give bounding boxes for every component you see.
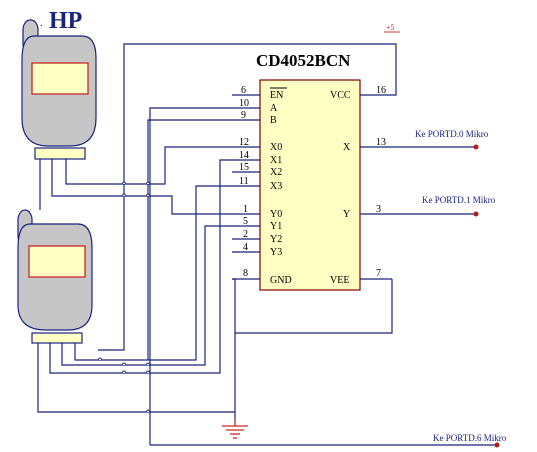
pin-label-a: A xyxy=(270,103,278,114)
cd4052-chip xyxy=(259,79,361,291)
pin-num-7: 7 xyxy=(376,268,381,279)
hp-title-dot: . xyxy=(40,18,43,29)
pin-label-x0: X0 xyxy=(270,142,282,153)
pin-label-gnd: GND xyxy=(270,275,292,286)
hp-title: HP xyxy=(49,8,82,34)
pin-label-x2: X2 xyxy=(270,167,282,178)
pin-num-8: 8 xyxy=(243,268,248,279)
pin-num-4: 4 xyxy=(243,242,248,253)
pin-num-9: 9 xyxy=(241,110,246,121)
pin-num-14: 14 xyxy=(239,150,249,161)
net-label-portd1: Ke PORTD.1 Mikro xyxy=(422,195,496,205)
left-pins xyxy=(232,94,260,280)
pin-label-x3: X3 xyxy=(270,181,282,192)
pin-label-vcc: VCC xyxy=(330,90,351,101)
pin-num-12: 12 xyxy=(239,137,249,148)
chip-title: CD4052BCN xyxy=(256,51,351,70)
net-dot-portd6 xyxy=(494,442,500,448)
handphone-1-icon xyxy=(21,19,97,160)
pin-num-3: 3 xyxy=(376,204,381,215)
pin-label-y2: Y2 xyxy=(270,234,282,245)
power-label: +5 xyxy=(386,23,395,32)
pin-label-en: EN xyxy=(270,90,283,101)
pin-label-y3: Y3 xyxy=(270,247,282,258)
pin-num-11: 11 xyxy=(239,176,249,187)
pin-label-y0: Y0 xyxy=(270,209,282,220)
pin-label-x: X xyxy=(343,142,351,153)
net-dot-portd1 xyxy=(473,211,479,217)
pin-label-b: B xyxy=(270,115,277,126)
net-label-portd6: Ke PORTD.6 Mikro xyxy=(433,433,507,443)
pin-num-16: 16 xyxy=(376,85,386,96)
pin-num-2: 2 xyxy=(243,229,248,240)
ground-symbol-icon xyxy=(222,420,248,439)
pin-label-x1: X1 xyxy=(270,155,282,166)
pin-num-10: 10 xyxy=(239,98,249,109)
pin-label-y: Y xyxy=(343,209,350,220)
pin-label-vee: VEE xyxy=(330,275,349,286)
pin-num-15: 15 xyxy=(239,162,249,173)
pin-num-5: 5 xyxy=(243,216,248,227)
pin-label-y1: Y1 xyxy=(270,221,282,232)
net-dot-portd0 xyxy=(473,144,479,150)
pin-num-6: 6 xyxy=(241,85,246,96)
handphone-2-icon xyxy=(17,209,93,344)
net-label-portd0: Ke PORTD.0 Mikro xyxy=(415,129,489,139)
pin-num-13: 13 xyxy=(376,137,386,148)
pin-num-1: 1 xyxy=(243,204,248,215)
